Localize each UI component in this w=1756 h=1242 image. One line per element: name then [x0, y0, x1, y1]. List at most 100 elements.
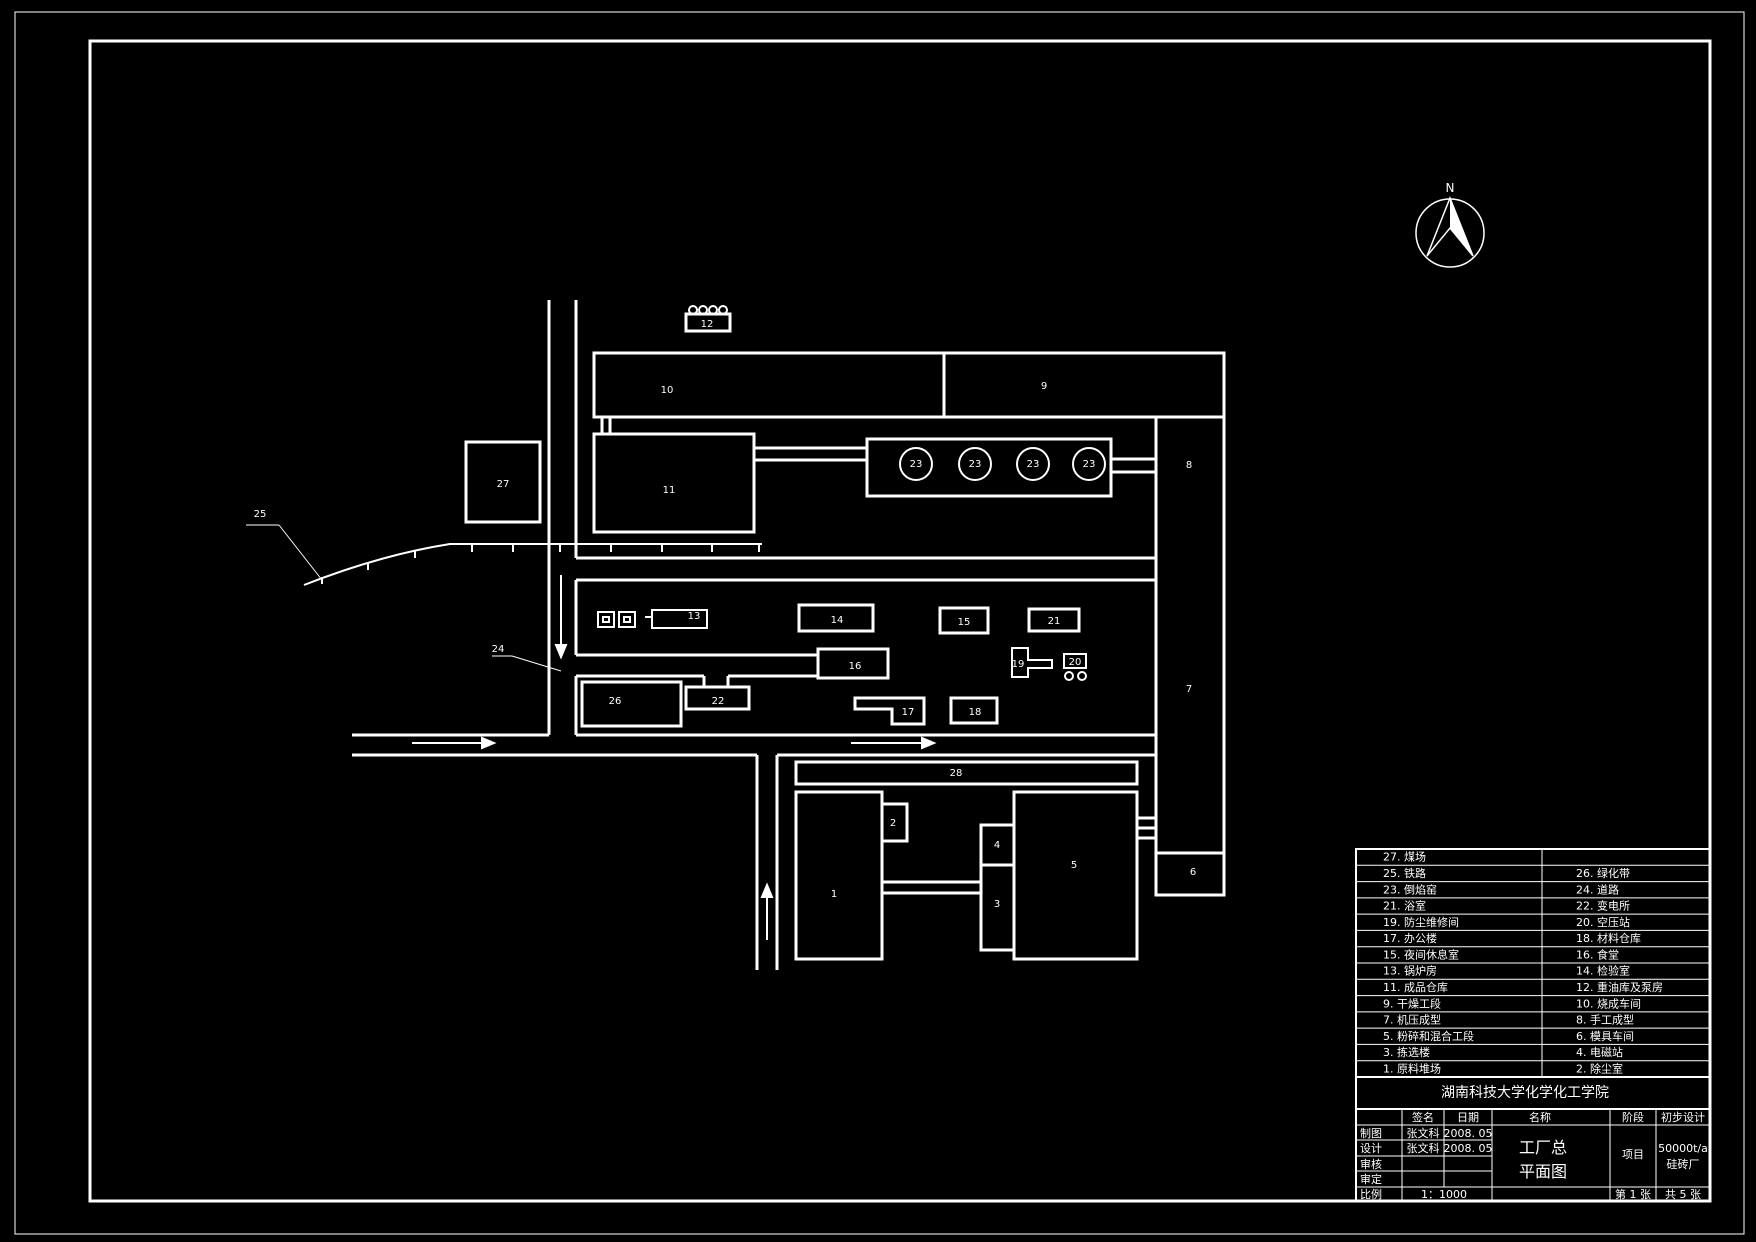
label-16: 16 [849, 661, 862, 672]
label-26: 26 [609, 696, 622, 707]
leader-24b [511, 655, 562, 672]
label-12: 12 [701, 319, 714, 330]
legend-item: 25. 铁路 [1383, 867, 1426, 880]
railway-25 [303, 543, 762, 586]
svg-text:第 1 张: 第 1 张 [1615, 1187, 1651, 1201]
legend-item: 13. 锅炉房 [1383, 965, 1437, 978]
svg-text:50000t/a: 50000t/a [1658, 1142, 1708, 1155]
svg-text:2008. 05: 2008. 05 [1444, 1127, 1493, 1140]
title-block-text: 湖南科技大学化学化工学院 签名 日期 名称 阶段 初步设计 制图 设计 审核 审… [1360, 1085, 1708, 1201]
label-24: 24 [492, 644, 505, 655]
building-11 [592, 432, 756, 534]
svg-text:项目: 项目 [1622, 1148, 1644, 1161]
label-21: 21 [1048, 616, 1061, 627]
label-9: 9 [1041, 381, 1047, 392]
svg-text:审核: 审核 [1360, 1157, 1382, 1171]
label-7: 7 [1186, 684, 1192, 695]
building-16 [816, 647, 890, 680]
traffic-arrows [412, 575, 937, 940]
drawing-title-2: 平面图 [1519, 1162, 1567, 1181]
legend-item: 2. 除尘室 [1576, 1061, 1623, 1075]
label-10: 10 [661, 385, 674, 396]
svg-text:硅砖厂: 硅砖厂 [1667, 1157, 1700, 1171]
svg-text:比例: 比例 [1360, 1187, 1382, 1201]
legend-item: 19. 防尘维修间 [1383, 915, 1459, 929]
legend-item: 9. 干燥工段 [1383, 996, 1441, 1010]
label-18: 18 [969, 707, 982, 718]
svg-text:初步设计: 初步设计 [1661, 1110, 1705, 1124]
label-23c: 23 [1027, 459, 1040, 470]
svg-text:共 5 张: 共 5 张 [1665, 1188, 1701, 1201]
label-23d: 23 [1083, 459, 1096, 470]
outer-border [14, 11, 1745, 1235]
building-28 [794, 760, 1139, 786]
legend-table: 27. 煤场 25. 铁路 26. 绿化带 23. 倒焰窑 24. 道路 21. 浴室 22… [1355, 848, 1711, 1078]
legend-item: 6. 模具车间 [1576, 1029, 1634, 1043]
label-20: 20 [1069, 657, 1082, 668]
legend-item: 16. 食堂 [1576, 947, 1619, 961]
legend-item: 15. 夜间休息室 [1383, 947, 1459, 961]
building-10-9 [592, 351, 1226, 419]
legend-item: 20. 空压站 [1576, 915, 1630, 929]
svg-text:张文科: 张文科 [1407, 1126, 1440, 1140]
svg-text:审定: 审定 [1360, 1172, 1382, 1186]
school-name: 湖南科技大学化学化工学院 [1441, 1085, 1609, 1101]
legend-item: 21. 浴室 [1383, 899, 1426, 913]
legend-item: 11. 成品仓库 [1383, 980, 1448, 994]
buildings [464, 312, 1226, 961]
legend-item: 24. 道路 [1576, 882, 1619, 896]
svg-text:日期: 日期 [1457, 1111, 1479, 1124]
legend-item: 27. 煤场 [1383, 850, 1426, 864]
label-8: 8 [1186, 460, 1192, 471]
label-28: 28 [950, 768, 963, 779]
building-14 [797, 603, 875, 633]
legend-item: 4. 电磁站 [1576, 1045, 1623, 1059]
label-17: 17 [902, 707, 915, 718]
label-6: 6 [1190, 867, 1196, 878]
svg-text:2008. 05: 2008. 05 [1444, 1142, 1493, 1155]
building-22 [684, 685, 751, 711]
svg-text:1：1000: 1：1000 [1421, 1188, 1467, 1201]
building-labels: 10 9 8 7 6 11 12 23 23 23 23 27 25 24 13… [254, 319, 1197, 910]
drawing-title: 工厂总 [1519, 1138, 1567, 1157]
legend-item: 3. 拣选楼 [1383, 1045, 1430, 1059]
label-27: 27 [497, 479, 510, 490]
svg-text:张文科: 张文科 [1407, 1141, 1440, 1155]
building-3 [979, 863, 1016, 952]
label-4: 4 [994, 840, 1000, 851]
label-19: 19 [1012, 659, 1025, 670]
legend-item: 22. 变电所 [1576, 899, 1630, 913]
north-label: N [1446, 181, 1455, 195]
svg-text:名称: 名称 [1529, 1110, 1551, 1124]
building-21 [1027, 607, 1081, 633]
building-5 [1012, 790, 1139, 961]
label-2: 2 [890, 818, 896, 829]
legend-item: 1. 原料堆场 [1383, 1061, 1441, 1075]
equipment-details [597, 305, 1106, 681]
drawing-frame [88, 39, 1712, 1203]
label-23a: 23 [910, 459, 923, 470]
building-26 [580, 680, 683, 728]
north-arrow-icon: N [1415, 181, 1485, 268]
legend-item: 26. 绿化带 [1576, 866, 1630, 880]
building-27 [464, 440, 542, 524]
legend-item: 7. 机压成型 [1383, 1013, 1441, 1027]
label-3: 3 [994, 899, 1000, 910]
building-15 [938, 606, 990, 635]
label-25: 25 [254, 509, 267, 520]
building-1 [794, 790, 884, 961]
label-5: 5 [1071, 860, 1077, 871]
building-12 [684, 312, 732, 333]
svg-text:设计: 设计 [1360, 1142, 1382, 1155]
label-22: 22 [712, 696, 725, 707]
svg-text:制图: 制图 [1360, 1127, 1382, 1140]
kiln-group-23 [865, 437, 1113, 498]
legend-item: 5. 粉碎和混合工段 [1383, 1029, 1474, 1043]
legend-item: 23. 倒焰窑 [1383, 882, 1437, 896]
building-2 [880, 802, 909, 843]
building-8-7 [1154, 415, 1226, 897]
label-13: 13 [688, 611, 701, 622]
legend-item: 18. 材料仓库 [1576, 931, 1641, 945]
legend-item: 12. 重油库及泵房 [1576, 980, 1663, 994]
